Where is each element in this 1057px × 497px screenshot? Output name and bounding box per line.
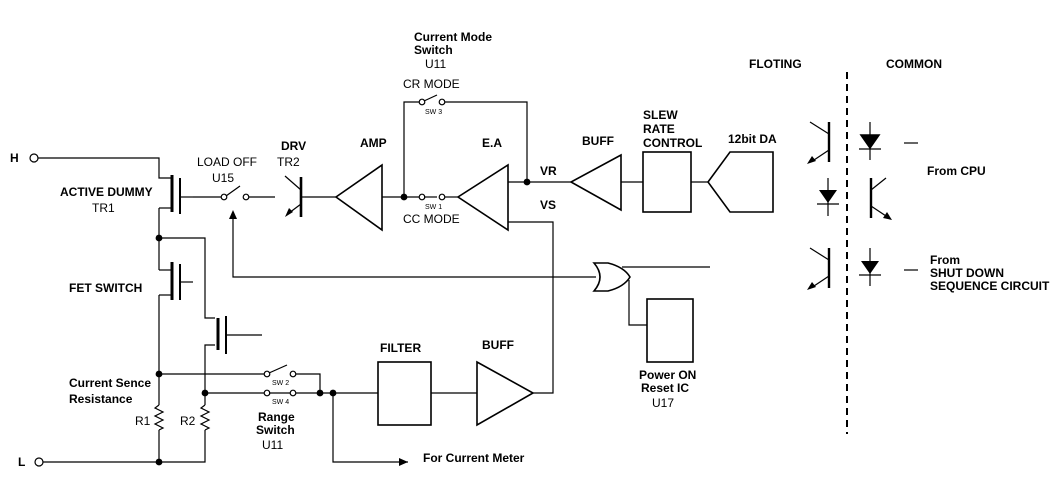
slew-rate-control-block <box>642 151 692 213</box>
amp-label: AMP <box>360 136 387 150</box>
cc-mode-label: CC MODE <box>403 212 460 226</box>
photocoupler-2 <box>817 177 892 220</box>
terminal-l: L <box>18 455 44 469</box>
sw2-label: SW 2 <box>272 380 289 387</box>
shutdown-label-1: SHUT DOWN <box>930 266 1004 280</box>
terminal-h-label: H <box>10 151 19 165</box>
power-on-label-1: Power ON <box>639 368 696 382</box>
common-label: COMMON <box>886 57 942 71</box>
load-off-label: LOAD OFF <box>197 155 257 169</box>
dac-label: 12bit DA <box>728 132 777 146</box>
buff-bottom-triangle <box>476 360 535 427</box>
tr2-label: TR2 <box>277 155 300 169</box>
cr-mode-label: CR MODE <box>403 77 460 91</box>
drv-label: DRV <box>281 139 306 153</box>
tr2-transistor <box>284 175 305 217</box>
from-cpu-label: From CPU <box>927 164 986 178</box>
filter-label: FILTER <box>380 341 421 355</box>
cc-mode-switch-sw1: SW 1 <box>418 193 446 211</box>
sw4-label: SW 4 <box>272 399 289 406</box>
range-label-2: Switch <box>256 423 295 437</box>
fet-switch-label: FET SWITCH <box>69 281 142 295</box>
wires <box>38 101 710 466</box>
terminal-h: H <box>10 151 39 165</box>
range-fet <box>216 316 262 354</box>
current-sense-label-1: Current Sence <box>69 376 151 390</box>
vs-label: VS <box>540 198 556 212</box>
current-mode-label-2: Switch <box>414 43 453 57</box>
u11-top-label: U11 <box>425 57 446 71</box>
u11-bottom-label: U11 <box>262 438 283 452</box>
ea-triangle <box>456 163 509 232</box>
tr1-label: TR1 <box>92 201 115 215</box>
range-label-1: Range <box>258 410 295 424</box>
sw3-label: SW 3 <box>425 109 442 116</box>
slew-label-3: CONTROL <box>643 136 702 150</box>
resistor-r1 <box>153 404 165 431</box>
current-meter-label: For Current Meter <box>423 451 525 465</box>
buff-top-triangle <box>569 153 622 212</box>
photocoupler-3 <box>807 247 881 290</box>
current-mode-label-1: Current Mode <box>414 30 492 44</box>
active-dummy-label: ACTIVE DUMMY <box>60 185 153 199</box>
resistor-r2 <box>199 404 211 431</box>
range-switch-sw2: SW 2 <box>263 364 297 387</box>
r1-label: R1 <box>135 414 151 428</box>
ea-label: E.A <box>482 136 502 150</box>
u15-label: U15 <box>212 171 234 185</box>
dac-block <box>707 151 774 213</box>
photocoupler-1 <box>807 121 881 164</box>
slew-label-1: SLEW <box>643 108 678 122</box>
range-switch-sw4: SW 4 <box>263 389 297 406</box>
sw1-label: SW 1 <box>425 204 442 211</box>
power-on-label-2: Reset IC <box>641 381 689 395</box>
buff-top-label: BUFF <box>582 134 614 148</box>
fet-switch <box>170 262 193 300</box>
junctions <box>155 178 531 466</box>
or-gate <box>592 262 631 292</box>
tr1-fet <box>170 175 193 214</box>
r2-label: R2 <box>180 414 196 428</box>
cr-mode-switch-sw3: SW 3 <box>418 94 446 116</box>
from-label: From <box>930 253 960 267</box>
floting-label: FLOTING <box>749 57 802 71</box>
buff-bottom-label: BUFF <box>482 338 514 352</box>
current-sense-label-2: Resistance <box>69 392 133 406</box>
slew-label-2: RATE <box>643 122 675 136</box>
power-on-reset-ic <box>646 298 694 363</box>
filter-block <box>377 361 432 426</box>
shutdown-label-2: SEQUENCE CIRCUIT <box>930 279 1050 293</box>
amp-triangle <box>334 163 383 232</box>
u17-label: U17 <box>652 396 674 410</box>
load-off-switch <box>220 185 250 201</box>
vr-label: VR <box>540 164 557 178</box>
terminal-l-label: L <box>18 455 25 469</box>
